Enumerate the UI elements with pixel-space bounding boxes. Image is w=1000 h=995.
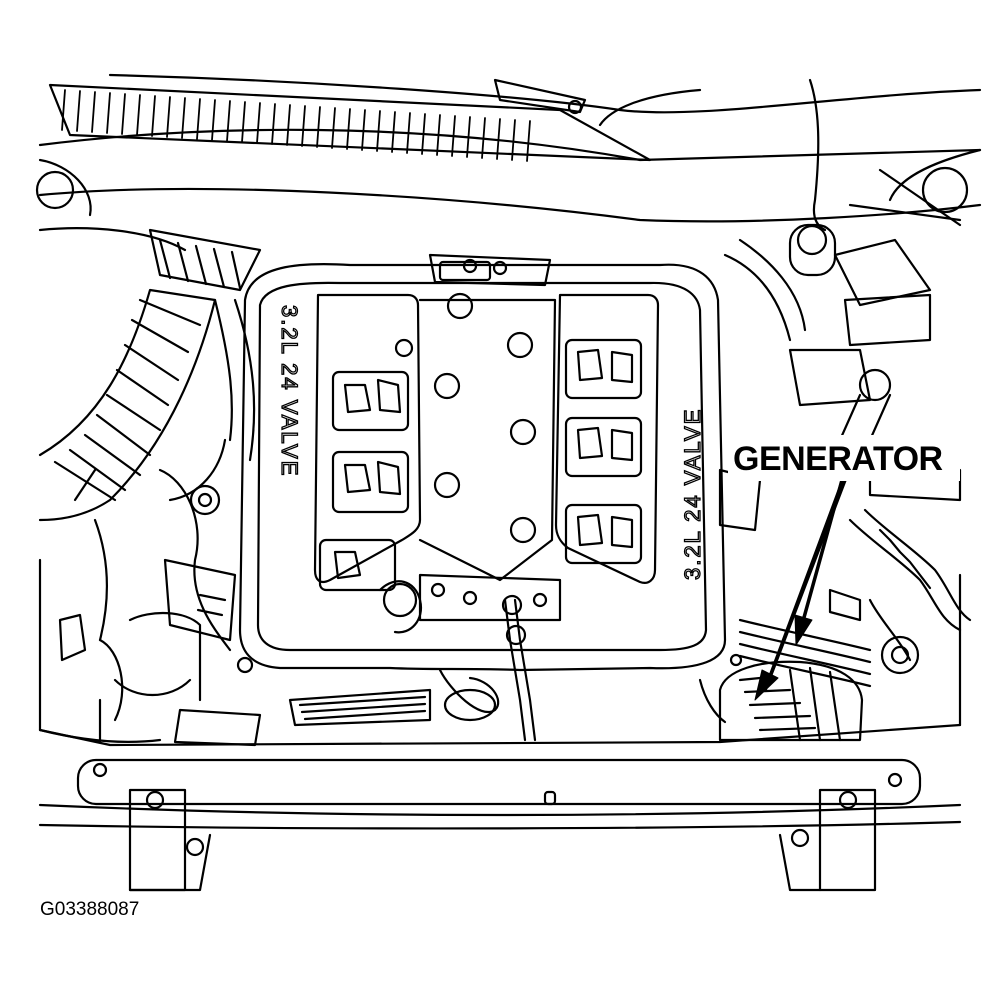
callout-arrow-right	[798, 478, 844, 634]
throttle-area	[288, 573, 562, 742]
left-side-components	[38, 298, 262, 747]
air-intake-hose	[38, 228, 262, 522]
generator-label: GENERATOR	[733, 440, 943, 478]
front-crossmember	[38, 573, 962, 892]
engine-cover-lettering-right: 3.2L 24 VALVE	[680, 408, 705, 580]
oil-filler	[428, 253, 552, 287]
right-strut-tower	[848, 148, 982, 227]
cowl-panel	[38, 73, 982, 232]
figure-id: G03388087	[40, 899, 139, 920]
callout-label-backing	[728, 435, 960, 481]
engine-cover-lettering-left: 3.2L 24 VALVE	[277, 305, 302, 477]
arrow-head-right	[794, 614, 813, 646]
engine-cover	[238, 263, 727, 672]
ignition-coils	[318, 338, 643, 592]
arrow-head-left	[754, 669, 779, 701]
left-strut-tower	[35, 158, 187, 252]
generator	[698, 653, 864, 742]
